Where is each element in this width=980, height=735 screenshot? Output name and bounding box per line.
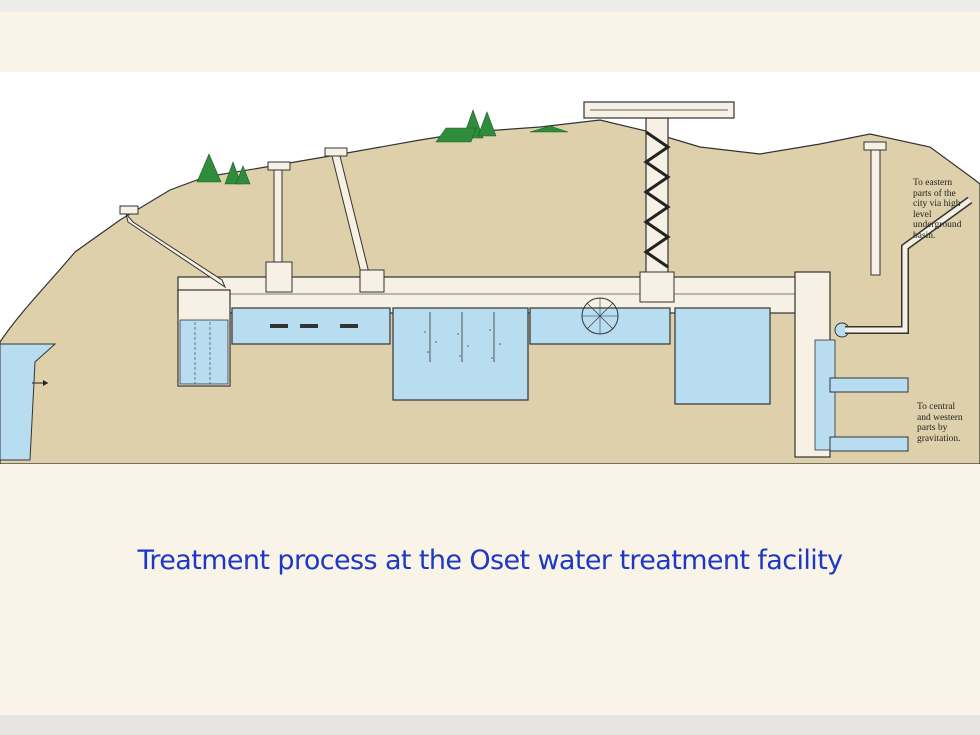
vent-shafts <box>119 141 887 293</box>
annotation-east: To eastern parts of the city via high le… <box>913 178 962 241</box>
bottom-border <box>0 715 980 735</box>
trees <box>196 109 569 185</box>
clear-water-reservoir <box>674 307 771 405</box>
outlet-pipe-upper <box>829 377 909 393</box>
outlet-pipe-lower <box>829 436 909 452</box>
sedimentation-basin <box>392 307 529 401</box>
slide-caption: Treatment process at the Oset water trea… <box>137 545 843 576</box>
water-treatment-cross-section <box>0 72 980 464</box>
annotation-central-west: To central and western parts by gravitat… <box>917 402 963 444</box>
top-border <box>0 0 980 12</box>
intake-lake <box>0 343 57 461</box>
